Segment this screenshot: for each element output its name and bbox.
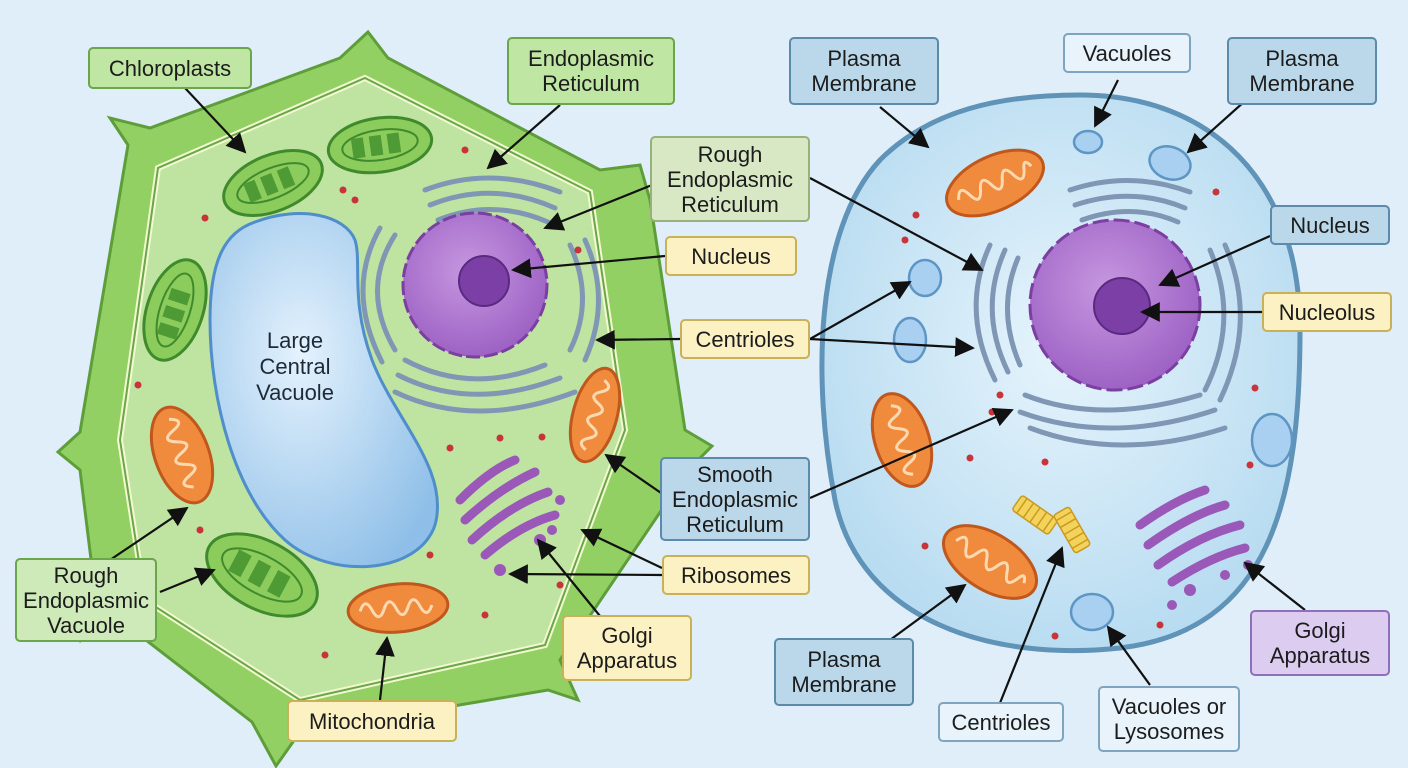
label-vacuoles-top: Vacuoles [1063, 33, 1191, 73]
animal-golgi [1135, 485, 1250, 587]
plant-ribosomes [134, 146, 582, 659]
label-mitochondria: Mitochondria [287, 700, 457, 742]
animal-vacuoles [892, 129, 1294, 632]
label-plasma-membrane-bottom: Plasma Membrane [774, 638, 914, 706]
animal-centrioles [1012, 495, 1091, 554]
label-centrioles-center: Centrioles [680, 319, 810, 359]
label-ribosomes: Ribosomes [662, 555, 810, 595]
chloroplast-left [142, 258, 208, 362]
plant-nucleolus [458, 255, 510, 307]
label-smooth-er: Smooth Endoplasmic Reticulum [660, 457, 810, 541]
animal-cell-membrane [819, 92, 1303, 653]
chloroplast-top-left [222, 149, 324, 217]
label-er-top: Endoplasmic Reticulum [507, 37, 675, 105]
label-golgi-right: Golgi Apparatus [1250, 610, 1390, 676]
label-chloroplasts: Chloroplasts [88, 47, 252, 89]
plant-mito-bottom [346, 582, 450, 634]
label-rough-er-vacuole: Rough Endoplasmic Vacuole [15, 558, 157, 642]
plant-golgi [455, 455, 560, 560]
chloroplast-top-right [326, 115, 434, 175]
label-plasma-membrane-top-left: Plasma Membrane [789, 37, 939, 105]
pointer-arrows [109, 79, 1306, 704]
label-nucleus-right: Nucleus [1270, 205, 1390, 245]
animal-mito-top [945, 148, 1045, 218]
label-centrioles-bottom: Centrioles [938, 702, 1064, 742]
label-nucleus-center: Nucleus [665, 236, 797, 276]
vacuole-text: Large Central Vacuole [256, 328, 334, 405]
animal-er [973, 178, 1243, 448]
chloroplast-bottom [205, 532, 319, 618]
large-central-vacuole [208, 212, 439, 569]
label-plasma-membrane-top-right: Plasma Membrane [1227, 37, 1377, 105]
animal-nucleolus [1093, 277, 1151, 335]
animal-cell [819, 92, 1303, 653]
label-nucleolus: Nucleolus [1262, 292, 1392, 332]
animal-mito-bottom [941, 524, 1039, 600]
label-vacuoles-lysosomes: Vacuoles or Lysosomes [1098, 686, 1240, 752]
label-rough-er-center: Rough Endoplasmic Reticulum [650, 136, 810, 222]
plant-mito-right [568, 366, 622, 464]
plant-er [360, 175, 601, 414]
label-golgi-center: Golgi Apparatus [562, 615, 692, 681]
plant-mito-left [149, 405, 215, 505]
